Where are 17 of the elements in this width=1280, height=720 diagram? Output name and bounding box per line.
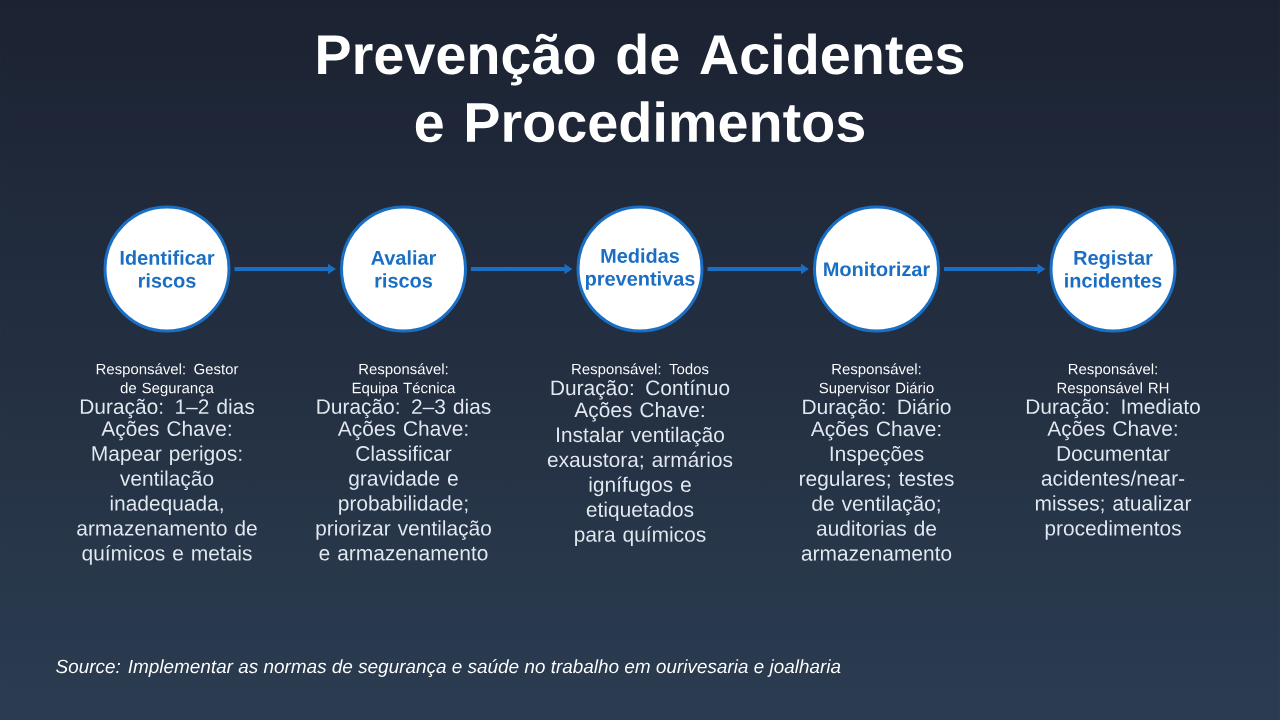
responsible-text: Responsável: Supervisor Diário xyxy=(819,363,934,397)
source-caption: Source: Implementar as normas de segurança e saúde no trabalho em ourivesaria e joalharia xyxy=(56,659,841,677)
duration-text: Duração: Diário xyxy=(803,398,951,419)
responsible-text: Responsável: Todos xyxy=(572,363,709,378)
duration-text: Duração: 1–2 dias xyxy=(80,398,254,419)
responsible-text: Responsável: Equipa Técnica xyxy=(352,363,456,397)
duration-text: Duração: 2–3 dias xyxy=(317,398,491,419)
actions-text: Ações Chave: Documentar acidentes/near-misses; atualizar procedimentos xyxy=(1035,420,1192,540)
actions-text: Ações Chave: Instalar ventilação exaustora; armários ignífugos e etiquetados para químicos xyxy=(547,401,733,546)
duration-text: Duração: Imediato xyxy=(1026,398,1200,419)
duration-text: Duração: Contínuo xyxy=(551,379,730,400)
responsible-text: Responsável: Gestor de Segurança xyxy=(96,363,239,397)
actions-text: Ações Chave: Classificar gravidade e probabilidade; priorizar ventilação e armazenamento xyxy=(316,420,491,561)
title: Prevenção de Acidentes e Procedimentos xyxy=(318,33,964,143)
actions-text: Ações Chave: Mapear perigos: ventilação inadequada, armazenamento de químicos e metais xyxy=(77,420,257,565)
actions-text: Ações Chave: Inspeções regulares; testes de ventilação; auditorias de armazenamento xyxy=(800,420,954,561)
responsible-text: Responsável: Responsável RH xyxy=(1057,363,1169,397)
